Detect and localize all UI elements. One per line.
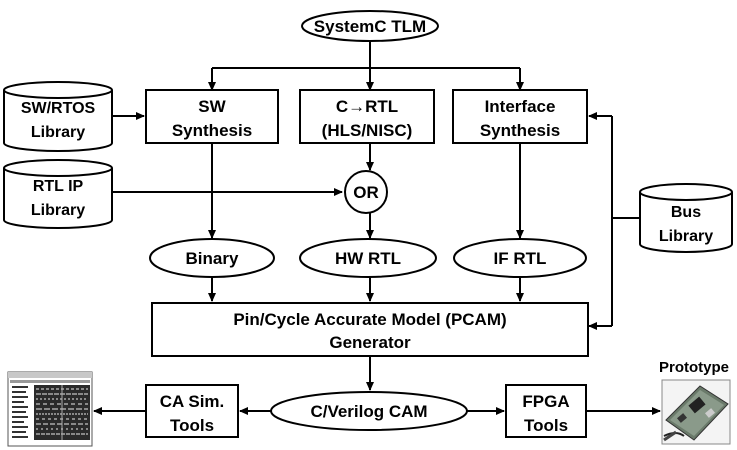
c-to-rtl-line1: C→RTL <box>336 97 398 116</box>
interface-synthesis-line1: Interface <box>485 97 556 116</box>
ca-sim-tools-line2: Tools <box>170 416 214 435</box>
if-rtl-node: IF RTL <box>453 238 587 278</box>
sw-synthesis-line2: Synthesis <box>172 121 252 140</box>
binary-node: Binary <box>149 238 275 278</box>
fpga-tools-line2: Tools <box>524 416 568 435</box>
bus-library-line1: Bus <box>671 204 701 221</box>
rtl-ip-library-line2: Library <box>31 202 85 219</box>
cverilog-cam-label: C/Verilog CAM <box>310 402 427 421</box>
fpga-board-photo <box>661 379 731 445</box>
hw-rtl-node: HW RTL <box>299 238 437 278</box>
pcam-generator-box: Pin/Cycle Accurate Model (PCAM) Generato… <box>151 302 589 357</box>
ca-sim-tools-line1: CA Sim. <box>160 392 225 411</box>
sw-rtos-library-line1: SW/RTOS <box>21 100 96 117</box>
prototype-label: Prototype <box>659 359 729 376</box>
ca-sim-tools-box: CA Sim. Tools <box>145 384 239 438</box>
binary-label: Binary <box>186 249 239 268</box>
rtl-ip-library-cylinder: RTL IP Library <box>3 159 113 229</box>
fpga-tools-box: FPGA Tools <box>505 384 587 438</box>
pcam-line1: Pin/Cycle Accurate Model (PCAM) <box>233 310 506 329</box>
sw-rtos-library-cylinder: SW/RTOS Library <box>3 81 113 152</box>
rtl-ip-library-line1: RTL IP <box>33 178 84 195</box>
if-rtl-label: IF RTL <box>494 249 547 268</box>
bus-library-cylinder: Bus Library <box>639 183 733 253</box>
pcam-line2: Generator <box>329 333 411 352</box>
c-to-rtl-box: C→RTL (HLS/NISC) <box>299 89 435 144</box>
bus-library-line2: Library <box>659 228 713 245</box>
interface-synthesis-line2: Synthesis <box>480 121 560 140</box>
fpga-tools-line1: FPGA <box>522 392 569 411</box>
connectors <box>93 40 661 415</box>
hw-rtl-label: HW RTL <box>335 249 401 268</box>
interface-synthesis-box: Interface Synthesis <box>452 89 588 144</box>
or-label: OR <box>353 183 379 202</box>
c-to-rtl-line2: (HLS/NISC) <box>322 121 413 140</box>
cverilog-cam-node: C/Verilog CAM <box>270 391 468 431</box>
sw-synthesis-line1: SW <box>198 97 226 116</box>
systemc-tlm-node: SystemC TLM <box>301 10 439 42</box>
simulation-window-thumbnail <box>7 371 93 447</box>
systemc-tlm-label: SystemC TLM <box>314 17 426 36</box>
or-node: OR <box>344 170 388 214</box>
sw-synthesis-box: SW Synthesis <box>145 89 279 144</box>
sw-rtos-library-line2: Library <box>31 124 85 141</box>
